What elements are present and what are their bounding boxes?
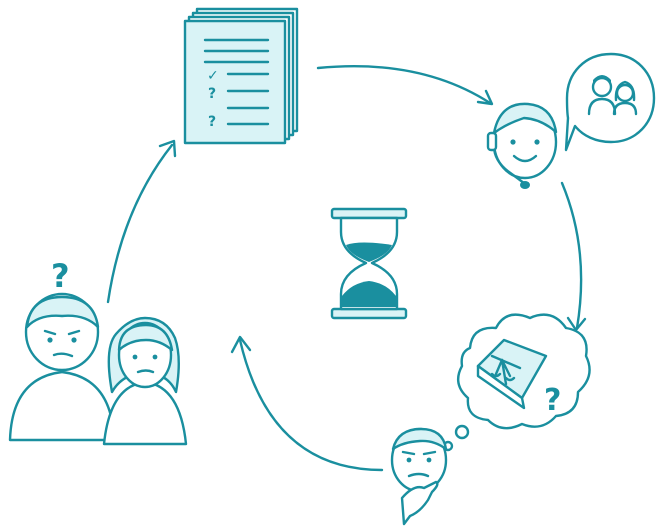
doc-check-mark: ✓ xyxy=(207,68,219,84)
confused-couple-icon: ? xyxy=(8,257,188,446)
doc-question-mark-1: ? xyxy=(208,86,216,102)
thought-question-mark: ? xyxy=(544,383,561,418)
arrow-couple-to-documents xyxy=(106,139,177,304)
doc-question-mark-2: ? xyxy=(208,114,216,130)
couple-speech-bubble-icon xyxy=(564,52,656,152)
hourglass-icon xyxy=(330,207,408,320)
law-book-thought-icon: ? xyxy=(442,313,591,452)
document-stack-icon: ✓ ? ? xyxy=(183,7,299,145)
arrow-agent-to-thought xyxy=(560,181,587,332)
arrow-person-to-couple xyxy=(230,335,384,472)
arrow-documents-to-agent xyxy=(316,65,494,106)
thinking-person-icon xyxy=(390,427,448,526)
couple-question-mark: ? xyxy=(51,257,70,295)
support-agent-icon xyxy=(486,102,558,189)
